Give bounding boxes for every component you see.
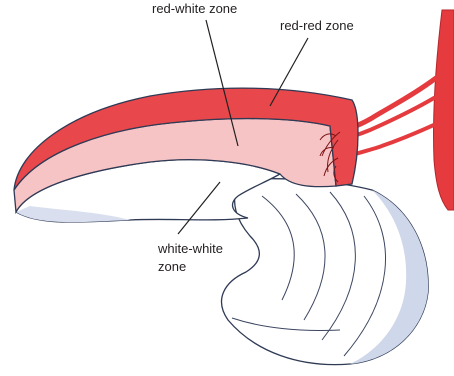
label-white-white-zone-line2: zone [158,259,186,274]
label-red-white-zone: red-white zone [152,1,237,16]
label-red-red-zone: red-red zone [280,18,354,33]
meniscus-lower-body [222,179,429,365]
label-white-white-zone-line1: white-white [157,241,223,256]
main-blood-vessel [433,10,454,210]
